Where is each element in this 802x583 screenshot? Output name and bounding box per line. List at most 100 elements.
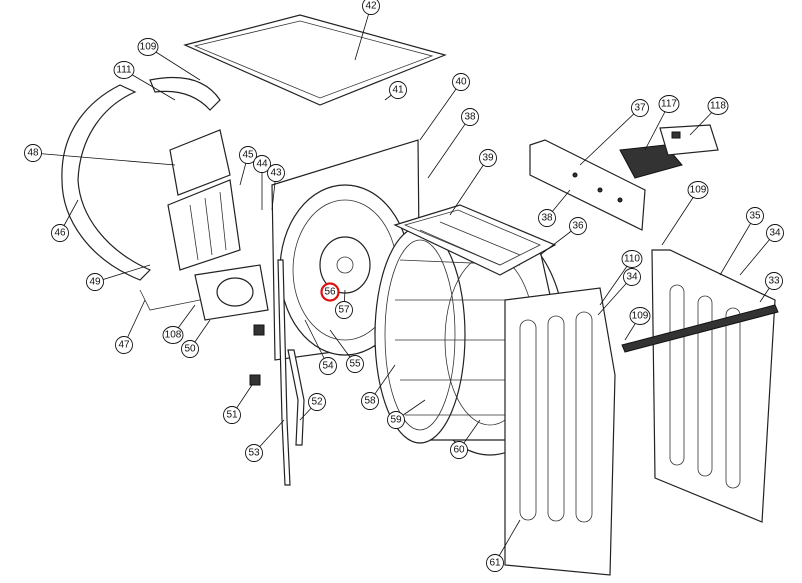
- callout-bubble: [389, 81, 407, 99]
- callout-bubble: [113, 61, 135, 79]
- top-bracket: [393, 204, 557, 276]
- display-board-118: [659, 124, 719, 156]
- callout-bubble: [308, 393, 326, 411]
- callout-bubble: [623, 268, 641, 286]
- callout-label: 36: [572, 221, 584, 232]
- callout-41: 41: [384, 81, 407, 101]
- callout-label: 109: [690, 185, 707, 196]
- callout-bubble: [765, 272, 783, 290]
- callout-54: 54: [304, 319, 337, 375]
- callout-label: 49: [89, 277, 101, 288]
- callout-label: 51: [226, 410, 238, 421]
- callout-bubble: [223, 406, 241, 424]
- callout-label: 40: [455, 77, 467, 88]
- callout-59: 59: [387, 399, 426, 429]
- callout-label: 109: [632, 311, 649, 322]
- callout-label: 48: [27, 148, 39, 159]
- callout-bubble: [486, 554, 504, 572]
- callout-50: 50: [181, 319, 211, 358]
- callout-label: 61: [489, 558, 501, 569]
- rail: [621, 304, 779, 353]
- hose-assembly: [277, 259, 305, 486]
- callout-111: 111: [113, 61, 176, 101]
- callout-label: 110: [624, 254, 640, 265]
- callout-bubble: [631, 99, 649, 117]
- callout-bubble: [707, 97, 729, 115]
- callout-45: 45: [239, 146, 257, 186]
- callout-42: 42: [354, 0, 380, 61]
- callout-label: 39: [482, 153, 494, 164]
- callout-109: 109: [624, 307, 651, 341]
- callout-52: 52: [299, 393, 326, 421]
- leader-line: [94, 264, 151, 283]
- part-51: [249, 374, 261, 386]
- callout-bubble: [569, 217, 587, 235]
- callout-51: 51: [223, 384, 253, 424]
- callout-bubble: [335, 301, 353, 319]
- part-small: [253, 324, 265, 336]
- callout-bubble: [538, 209, 556, 227]
- callout-35: 35: [719, 207, 764, 276]
- callout-bubble: [137, 38, 159, 56]
- callout-label: 34: [626, 272, 638, 283]
- callout-label: 56: [324, 287, 336, 298]
- callout-43: 43: [267, 164, 285, 211]
- callout-bubble: [346, 355, 364, 373]
- callout-label: 52: [311, 397, 323, 408]
- callout-label: 38: [541, 213, 553, 224]
- callout-label: 111: [116, 65, 132, 76]
- callout-bubble: [320, 282, 340, 302]
- control-board-117: [619, 144, 683, 179]
- callout-label: 44: [256, 159, 268, 170]
- callout-bubble: [115, 336, 133, 354]
- callout-34: 34: [597, 268, 641, 316]
- callout-38: 38: [538, 189, 571, 227]
- callout-bubble: [461, 108, 479, 126]
- leader-line: [354, 5, 372, 61]
- callout-bubble: [687, 181, 709, 199]
- callout-bubble: [253, 155, 271, 173]
- callout-bubble: [245, 444, 263, 462]
- callout-36: 36: [539, 217, 587, 256]
- callout-bubble: [51, 224, 69, 242]
- callout-label: 109: [140, 42, 157, 53]
- callout-label: 35: [749, 211, 761, 222]
- callout-117: 117: [644, 95, 680, 151]
- callout-40: 40: [419, 73, 470, 141]
- leader-line: [32, 152, 176, 166]
- front-panel: [504, 287, 616, 576]
- callout-bubble: [387, 411, 405, 429]
- callout-38: 38: [427, 108, 479, 179]
- callout-bubble: [362, 0, 380, 15]
- control-panel: [529, 139, 646, 231]
- duct-pipe: [139, 289, 201, 311]
- callout-33: 33: [759, 272, 783, 303]
- callout-label: 108: [165, 330, 182, 341]
- callout-39: 39: [449, 149, 497, 216]
- callout-bubble: [162, 326, 184, 344]
- callout-bubble: [319, 357, 337, 375]
- callout-bubble: [86, 273, 104, 291]
- callout-bubble: [766, 224, 784, 242]
- heater-duct: [167, 129, 241, 271]
- callout-118: 118: [689, 97, 729, 136]
- callout-bubble: [181, 340, 199, 358]
- callout-34: 34: [739, 224, 784, 276]
- callout-label: 38: [464, 112, 476, 123]
- callout-bubble: [239, 146, 257, 164]
- callout-110: 110: [599, 250, 643, 306]
- top-panel: [183, 14, 447, 106]
- callout-57: 57: [335, 289, 353, 319]
- callout-bubble: [629, 307, 651, 325]
- leader-line: [419, 81, 462, 141]
- callout-bubble: [267, 164, 285, 182]
- blower-housing: [194, 264, 269, 321]
- callout-bubble: [24, 144, 42, 162]
- callout-37: 37: [579, 99, 649, 166]
- callout-label: 118: [710, 101, 726, 112]
- callout-label: 37: [634, 103, 646, 114]
- callout-bubble: [621, 250, 643, 268]
- callout-47: 47: [115, 299, 146, 354]
